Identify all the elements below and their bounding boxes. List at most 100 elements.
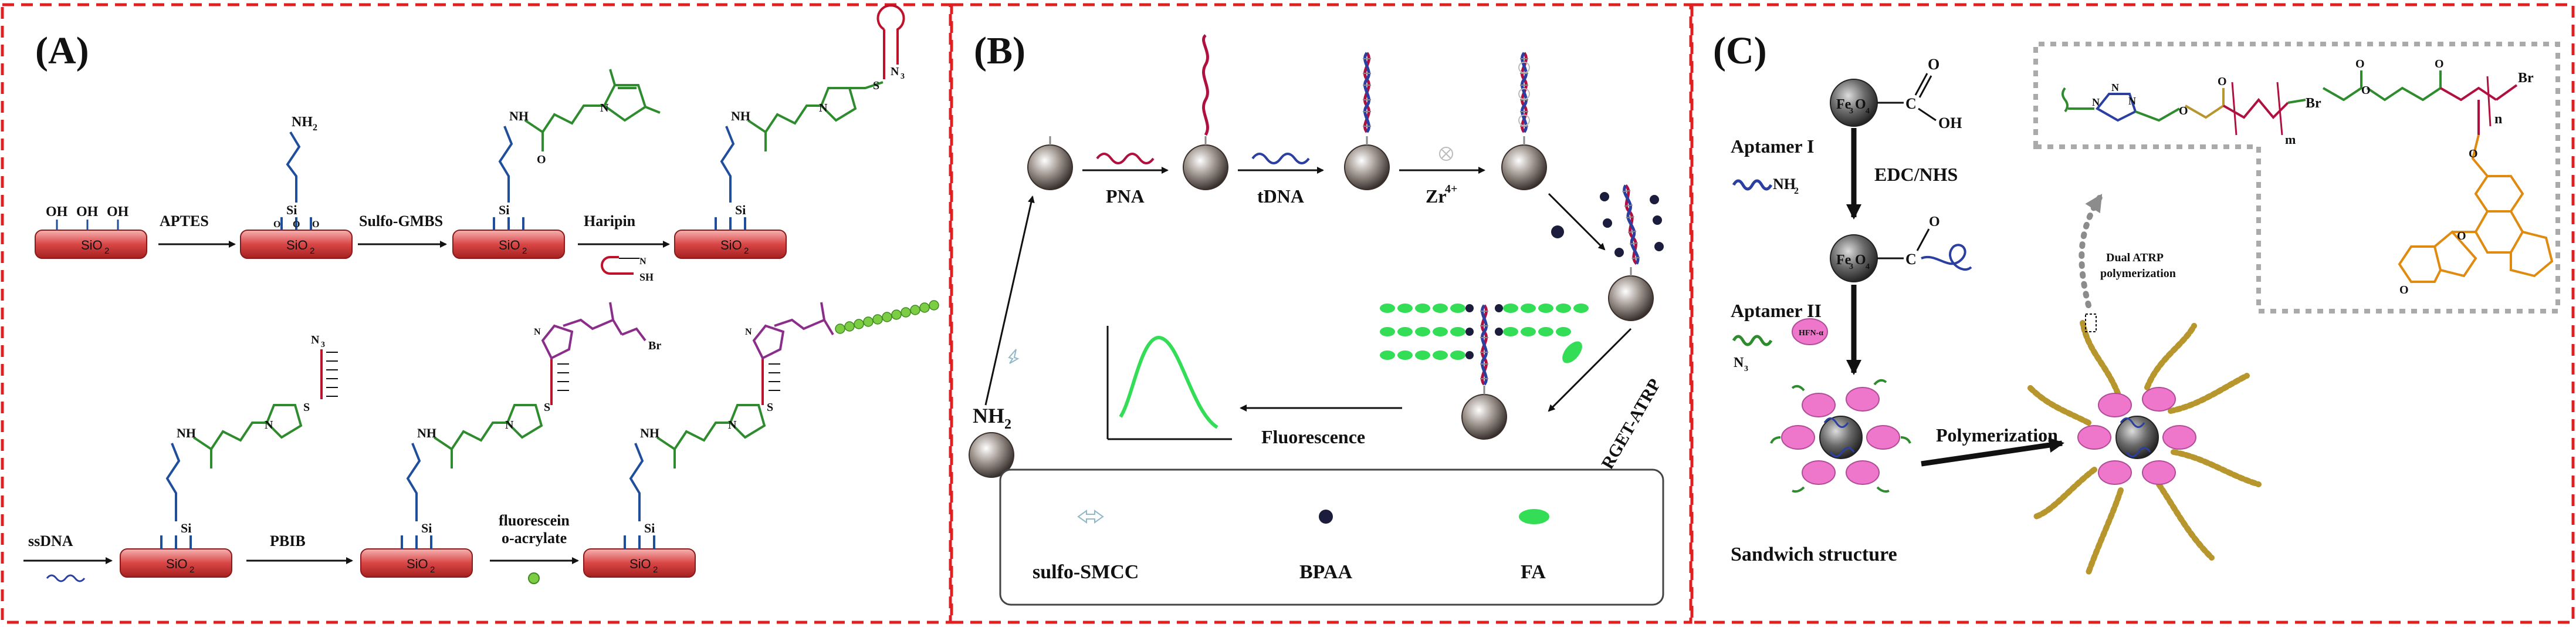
svg-text:SH: SH (639, 271, 654, 283)
svg-text:O: O (2469, 147, 2478, 160)
svg-text:3: 3 (321, 341, 325, 349)
arrow-polymerization (1921, 437, 2064, 467)
sandwich-label: Sandwich structure (1731, 544, 1897, 565)
svg-text:NH: NH (731, 109, 750, 123)
svg-text:N: N (639, 257, 646, 267)
bead-4-zr (1501, 144, 1547, 190)
svg-text:N: N (311, 333, 320, 346)
svg-text:SiO: SiO (166, 557, 188, 571)
fluorescein-beads (835, 300, 939, 334)
bead-1 (1027, 144, 1073, 190)
svg-text:O: O (293, 220, 300, 230)
svg-text:C: C (1905, 95, 1917, 112)
polymer-structure (2062, 70, 2554, 283)
svg-text:O: O (2399, 284, 2409, 296)
svg-text:O: O (1855, 97, 1866, 112)
sulfo-smcc-icon (1077, 510, 1104, 524)
svg-text:O: O (1928, 56, 1939, 73)
svg-text:SiO: SiO (499, 238, 520, 252)
aptamer-2-label: Aptamer II (1731, 300, 1822, 321)
sulfo-linker-icon-1 (1008, 349, 1020, 364)
svg-text:SiO: SiO (720, 238, 742, 252)
svg-text:3: 3 (1849, 262, 1853, 271)
svg-text:2: 2 (653, 565, 658, 575)
svg-text:Br: Br (2518, 70, 2534, 86)
substrate-2: SiO 2 (240, 230, 353, 259)
panel-c-border (1690, 3, 2575, 624)
arrow-arget (1548, 328, 1632, 412)
arrow-b-down (1548, 193, 1606, 251)
svg-text:N: N (745, 327, 752, 337)
svg-text:Si: Si (499, 203, 509, 217)
svg-text:Br: Br (648, 339, 661, 352)
step-dual-atrp-1: Dual ATRP (2106, 251, 2164, 264)
svg-text:O: O (2218, 75, 2227, 88)
aptamer-1-bound (1921, 244, 1972, 271)
svg-text:S: S (767, 401, 773, 414)
svg-text:2: 2 (430, 565, 435, 575)
svg-text:N: N (1734, 355, 1744, 370)
legend-sulfo-smcc: sulfo-SMCC (1033, 561, 1139, 583)
maleimide-linker (493, 69, 661, 230)
initiator-conjugate (401, 302, 646, 549)
svg-text:O: O (2435, 58, 2444, 70)
svg-text:O: O (2457, 230, 2466, 242)
svg-text:S: S (303, 401, 310, 414)
bead-6-fa (1461, 394, 1507, 440)
svg-text:2: 2 (522, 246, 527, 256)
sandwich-particle (1770, 379, 1911, 493)
fluorescein-monomer-icon (528, 572, 540, 584)
svg-text:4: 4 (1866, 107, 1870, 116)
svg-text:N: N (728, 419, 737, 432)
fe3o4-particle-2: Fe 3 O 4 (1830, 234, 1878, 282)
bead-3-duplex (1344, 144, 1390, 190)
step-pbib: PBIB (270, 532, 306, 550)
hydroxyl-groups: OH OH OH (46, 204, 129, 230)
legend-bpaa: BPAA (1299, 561, 1352, 583)
svg-text:2: 2 (189, 565, 194, 575)
svg-text:2: 2 (1794, 186, 1799, 196)
svg-text:N: N (600, 102, 609, 114)
panel-c: (C) Fe 3 O 4 C O OH Aptamer I NH 2 EDC/N… (1690, 3, 2575, 624)
svg-text:OH: OH (46, 204, 68, 220)
panel-a: (A) SiO 2 OH OH OH APTES SiO 2 Si O (1, 3, 952, 624)
substrate-7: SiO 2 (583, 548, 696, 578)
svg-text:S: S (544, 401, 550, 414)
svg-text:2: 2 (313, 123, 317, 133)
svg-text:4: 4 (1866, 262, 1870, 271)
step-arget: ARGET-ATRP (1591, 376, 1664, 484)
bead-5-bpaa (1608, 275, 1654, 321)
svg-text:O: O (2361, 84, 2371, 97)
svg-text:SiO: SiO (81, 238, 103, 252)
legend-box: sulfo-SMCC BPAA FA (999, 468, 1664, 606)
aptamer-1-label: Aptamer I (1731, 136, 1815, 157)
svg-text:NH: NH (973, 404, 1004, 427)
fa-reagent-icon (1562, 341, 1582, 363)
svg-text:3: 3 (1744, 365, 1748, 373)
svg-text:OH: OH (107, 204, 129, 220)
arrow-dual-atrp (2079, 193, 2103, 308)
panel-b: (B) NH 2 PNA tDNA Zr 4+ (950, 3, 1692, 624)
step-polymerization: Polymerization (1936, 424, 2058, 446)
fluorescence-spectrum (1106, 326, 1232, 440)
svg-text:O: O (1929, 214, 1940, 230)
hairpin-conjugate (715, 4, 905, 230)
hairpin-reagent-icon: N SH (601, 256, 654, 283)
svg-text:m: m (2285, 132, 2296, 147)
svg-text:O: O (2179, 105, 2188, 117)
structure-enclosure (2033, 42, 2560, 314)
svg-text:N: N (265, 419, 273, 432)
svg-text:O: O (312, 220, 319, 230)
substrate-6: SiO 2 (360, 548, 473, 578)
svg-text:HFN-α: HFN-α (1799, 329, 1823, 338)
substrate-4: SiO 2 (674, 230, 787, 259)
svg-text:O: O (273, 220, 280, 230)
panel-b-border (950, 3, 1692, 624)
step-haripin: Haripin (584, 213, 636, 230)
svg-text:2: 2 (310, 246, 314, 256)
svg-text:Fe: Fe (1836, 97, 1851, 112)
svg-text:2: 2 (104, 246, 109, 256)
hfn-target-icon: HFN-α (1792, 318, 1828, 345)
svg-text:O: O (2355, 58, 2365, 70)
